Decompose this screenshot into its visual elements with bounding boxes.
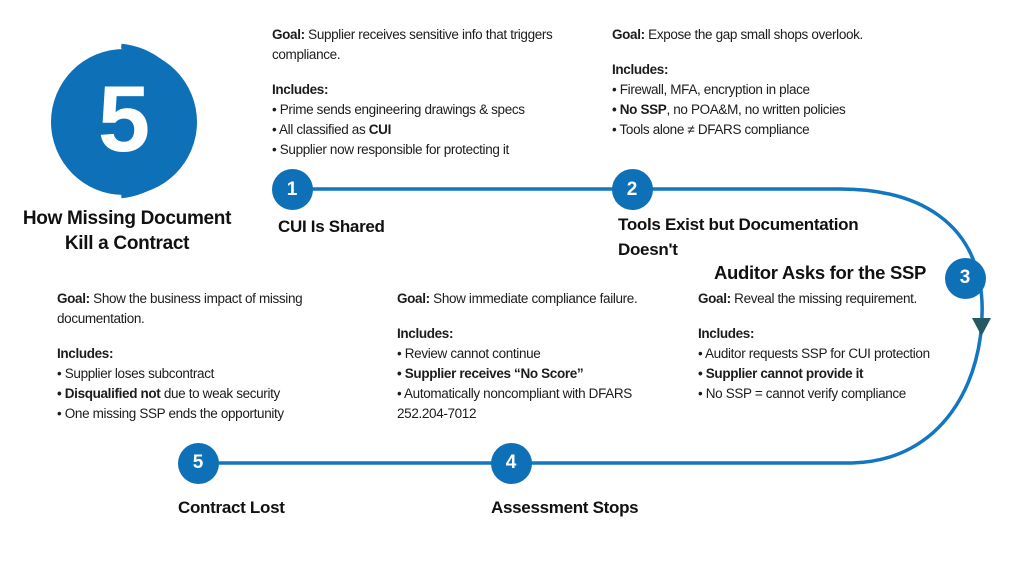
text-line-bullet: • Supplier receives “No Score”: [397, 366, 584, 381]
text-line-bullet: • Automatically noncompliant with DFARS: [397, 386, 632, 401]
step-label-assessment-stops: Assessment Stops: [491, 498, 639, 517]
text-line-bullet: • Firewall, MFA, encryption in place: [612, 82, 810, 97]
text-line-bullet: • Disqualified not due to weak security: [57, 386, 280, 401]
text-line-bullet: • Supplier now responsible for protectin…: [272, 142, 509, 157]
hero-circle: 5: [51, 49, 197, 195]
info-block-step5: Goal: Show the business impact of missin…: [57, 289, 303, 424]
text-line-bullet: • No SSP, no POA&M, no written policies: [612, 102, 846, 117]
text-line-goal: compliance.: [272, 47, 341, 62]
text-line-goal: documentation.: [57, 311, 145, 326]
text-line-cont: 252.204-7012: [397, 406, 477, 421]
step-label-contract-lost: Contract Lost: [178, 498, 285, 517]
text-line-goal: Goal: Show immediate compliance failure.: [397, 291, 638, 306]
step-label-auditor-asks: Auditor Asks for the SSP: [714, 262, 927, 283]
connector-line: [198, 187, 984, 465]
step-marker-4: 4: [490, 442, 532, 484]
page-title: How Missing Document Kill a Contract: [22, 208, 232, 254]
text-line-bullet: • No SSP = cannot verify compliance: [698, 386, 906, 401]
text-line-includes: Includes:: [272, 82, 329, 97]
step-marker-2: 2: [611, 169, 653, 210]
flow-arrow-icon: [972, 318, 991, 336]
step-label-cui-is-shared: CUI Is Shared: [278, 217, 385, 236]
info-block-step4: Goal: Show immediate compliance failure.…: [397, 289, 638, 424]
text-line-includes: Includes:: [612, 62, 669, 77]
text-line-bullet: • All classified as CUI: [272, 122, 391, 137]
step-marker-5: 5: [177, 442, 219, 484]
text-line-bullet: • One missing SSP ends the opportunity: [57, 406, 284, 421]
info-block-step3: Goal: Reveal the missing requirement. Inc…: [698, 289, 930, 404]
text-line-bullet: • Supplier cannot provide it: [698, 366, 864, 381]
text-line-bullet: • Tools alone ≠ DFARS compliance: [612, 122, 810, 137]
text-line-goal: Goal: Reveal the missing requirement.: [698, 291, 917, 306]
text-line-includes: Includes:: [698, 326, 755, 341]
hero-number: 5: [97, 66, 151, 171]
step-marker-1: 1: [271, 169, 313, 210]
info-block-step2: Goal: Expose the gap small shops overloo…: [612, 25, 863, 140]
text-line-includes: Includes:: [57, 346, 114, 361]
text-line-goal: Goal: Show the business impact of missin…: [57, 291, 303, 306]
text-line-goal: Goal: Supplier receives sensitive info t…: [272, 27, 553, 42]
step-label-tools-exist: Tools Exist but Documentation Doesn't: [618, 215, 859, 259]
step-marker-3: 3: [944, 257, 986, 299]
text-line-bullet: • Review cannot continue: [397, 346, 541, 361]
info-block-step1: Goal: Supplier receives sensitive info t…: [272, 25, 553, 160]
text-line-bullet: • Auditor requests SSP for CUI protectio…: [698, 346, 930, 361]
text-line-bullet: • Prime sends engineering drawings & spe…: [272, 102, 525, 117]
text-line-bullet: • Supplier loses subcontract: [57, 366, 215, 381]
text-line-includes: Includes:: [397, 326, 454, 341]
text-line-goal: Goal: Expose the gap small shops overloo…: [612, 27, 863, 42]
